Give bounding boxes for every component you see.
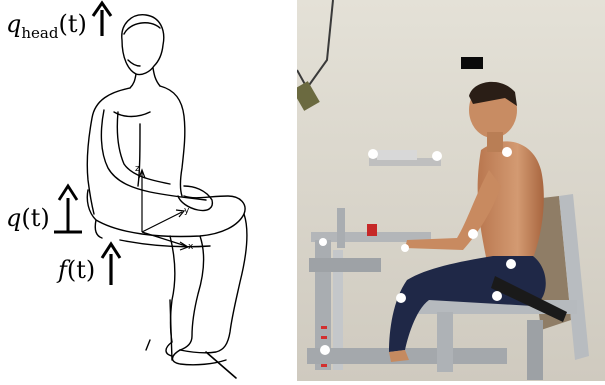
f-label: f(t) <box>58 258 95 282</box>
torso-outline <box>87 88 130 214</box>
qhead-arrow-icon <box>93 3 111 36</box>
y-axis <box>142 212 182 232</box>
seated-subject-photo <box>297 0 605 381</box>
qhead-label: qhead(t) <box>6 12 87 36</box>
seated-figure-drawing <box>0 0 290 381</box>
q-label: q(t) <box>6 206 50 230</box>
f-arrow-icon <box>102 244 120 285</box>
photo-panel <box>297 0 605 381</box>
q-symbol <box>54 186 82 232</box>
head-outline <box>122 15 164 75</box>
z-axis-label: z <box>135 164 140 174</box>
lower-leg-outline <box>180 214 247 353</box>
y-axis-label: y <box>184 206 189 216</box>
sketch-panel: z y x qhead(t) q(t) f(t) <box>0 0 290 381</box>
wall-marker <box>461 57 483 69</box>
x-axis-label: x <box>188 242 193 252</box>
thigh-outline <box>87 190 245 236</box>
